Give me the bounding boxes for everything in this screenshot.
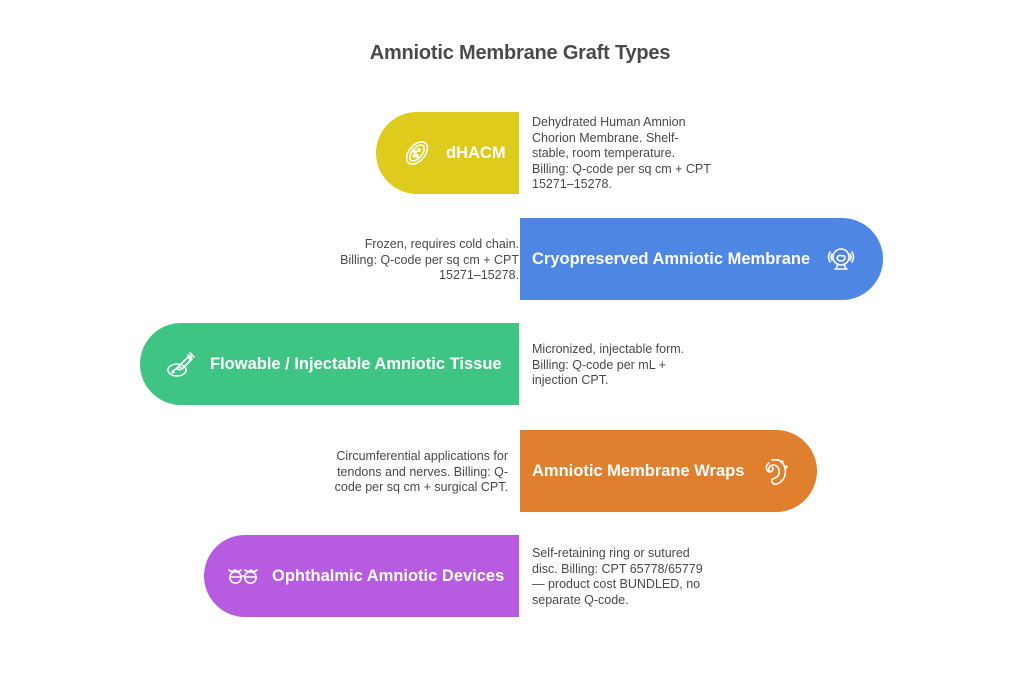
cryo-chamber-icon [824, 242, 858, 276]
pill-label: dHACM [446, 143, 506, 162]
pill-label: Flowable / Injectable Amniotic Tissue [210, 354, 502, 373]
description-dhacm: Dehydrated Human Amnion Chorion Membrane… [532, 115, 711, 191]
nerve-wrap-icon [758, 454, 792, 488]
pill-label: Cryopreserved Amniotic Membrane [532, 249, 811, 268]
description-cryopreserved: Frozen, requires cold chain. Billing: Q-… [340, 237, 519, 282]
pill-label: Amniotic Membrane Wraps [532, 461, 745, 480]
pill-wraps: Amniotic Membrane Wraps [520, 430, 817, 512]
pill-label: Ophthalmic Amniotic Devices [272, 566, 505, 585]
pill-ophthalmic: Ophthalmic Amniotic Devices [204, 535, 519, 617]
pill-dhacm: dHACM [376, 112, 519, 194]
description-flowable: Micronized, injectable form. Billing: Q-… [532, 342, 685, 387]
pill-flowable: Flowable / Injectable Amniotic Tissue [140, 323, 519, 405]
description-ophthalmic: Self-retaining ring or sutured disc. Bil… [532, 546, 703, 607]
syringe-dish-icon [164, 347, 198, 381]
pill-cryopreserved: Cryopreserved Amniotic Membrane [520, 218, 883, 300]
cell-icon [400, 136, 434, 170]
eye-ring-icon [226, 559, 260, 593]
description-wraps: Circumferential applications for tendons… [334, 449, 508, 494]
diagram-title: Amniotic Membrane Graft Types [369, 42, 671, 64]
